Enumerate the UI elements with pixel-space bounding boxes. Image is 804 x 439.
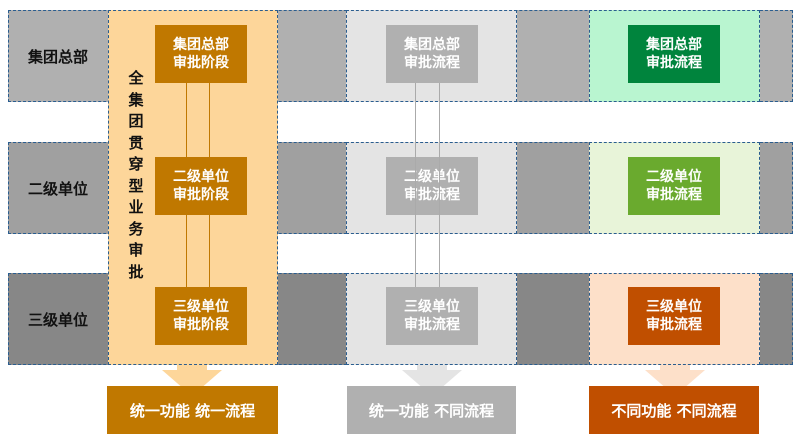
footer-different: 不同功能 不同流程 [589,386,759,434]
down-arrows [162,365,705,396]
process-box-hq: 集团总部 审批流程 [628,25,720,83]
arrow-down-icon [415,83,416,287]
arrow-down-icon [186,214,187,287]
vertical-label: 全集团贯穿型业务审批 [128,69,144,281]
row-label-level3: 三级单位 [27,310,88,329]
down-arrow-icon [402,365,462,396]
down-arrow-icon [645,365,705,396]
footer-unified: 统一功能 统一流程 [107,386,278,434]
arrow-up-icon [209,214,210,287]
stage-box-hq: 集团总部 审批阶段 [155,25,247,83]
arrow-down-icon [186,83,187,157]
row-label-level2: 二级单位 [27,179,88,198]
process-box-level2: 二级单位 审批流程 [386,157,478,215]
arrow-up-icon [209,83,210,157]
process-box-level2: 二级单位 审批流程 [628,157,720,215]
process-box-hq: 集团总部 审批流程 [386,25,478,83]
process-box-level3: 三级单位 审批流程 [628,287,720,345]
stage-box-level3: 三级单位 审批阶段 [155,287,247,345]
footer-same-function: 统一功能 不同流程 [347,386,516,434]
row-label-hq: 集团总部 [27,47,88,66]
stage-box-level2: 二级单位 审批阶段 [155,157,247,215]
process-box-level3: 三级单位 审批流程 [386,287,478,345]
arrow-up-icon [439,83,440,287]
down-arrow-icon [162,365,222,396]
